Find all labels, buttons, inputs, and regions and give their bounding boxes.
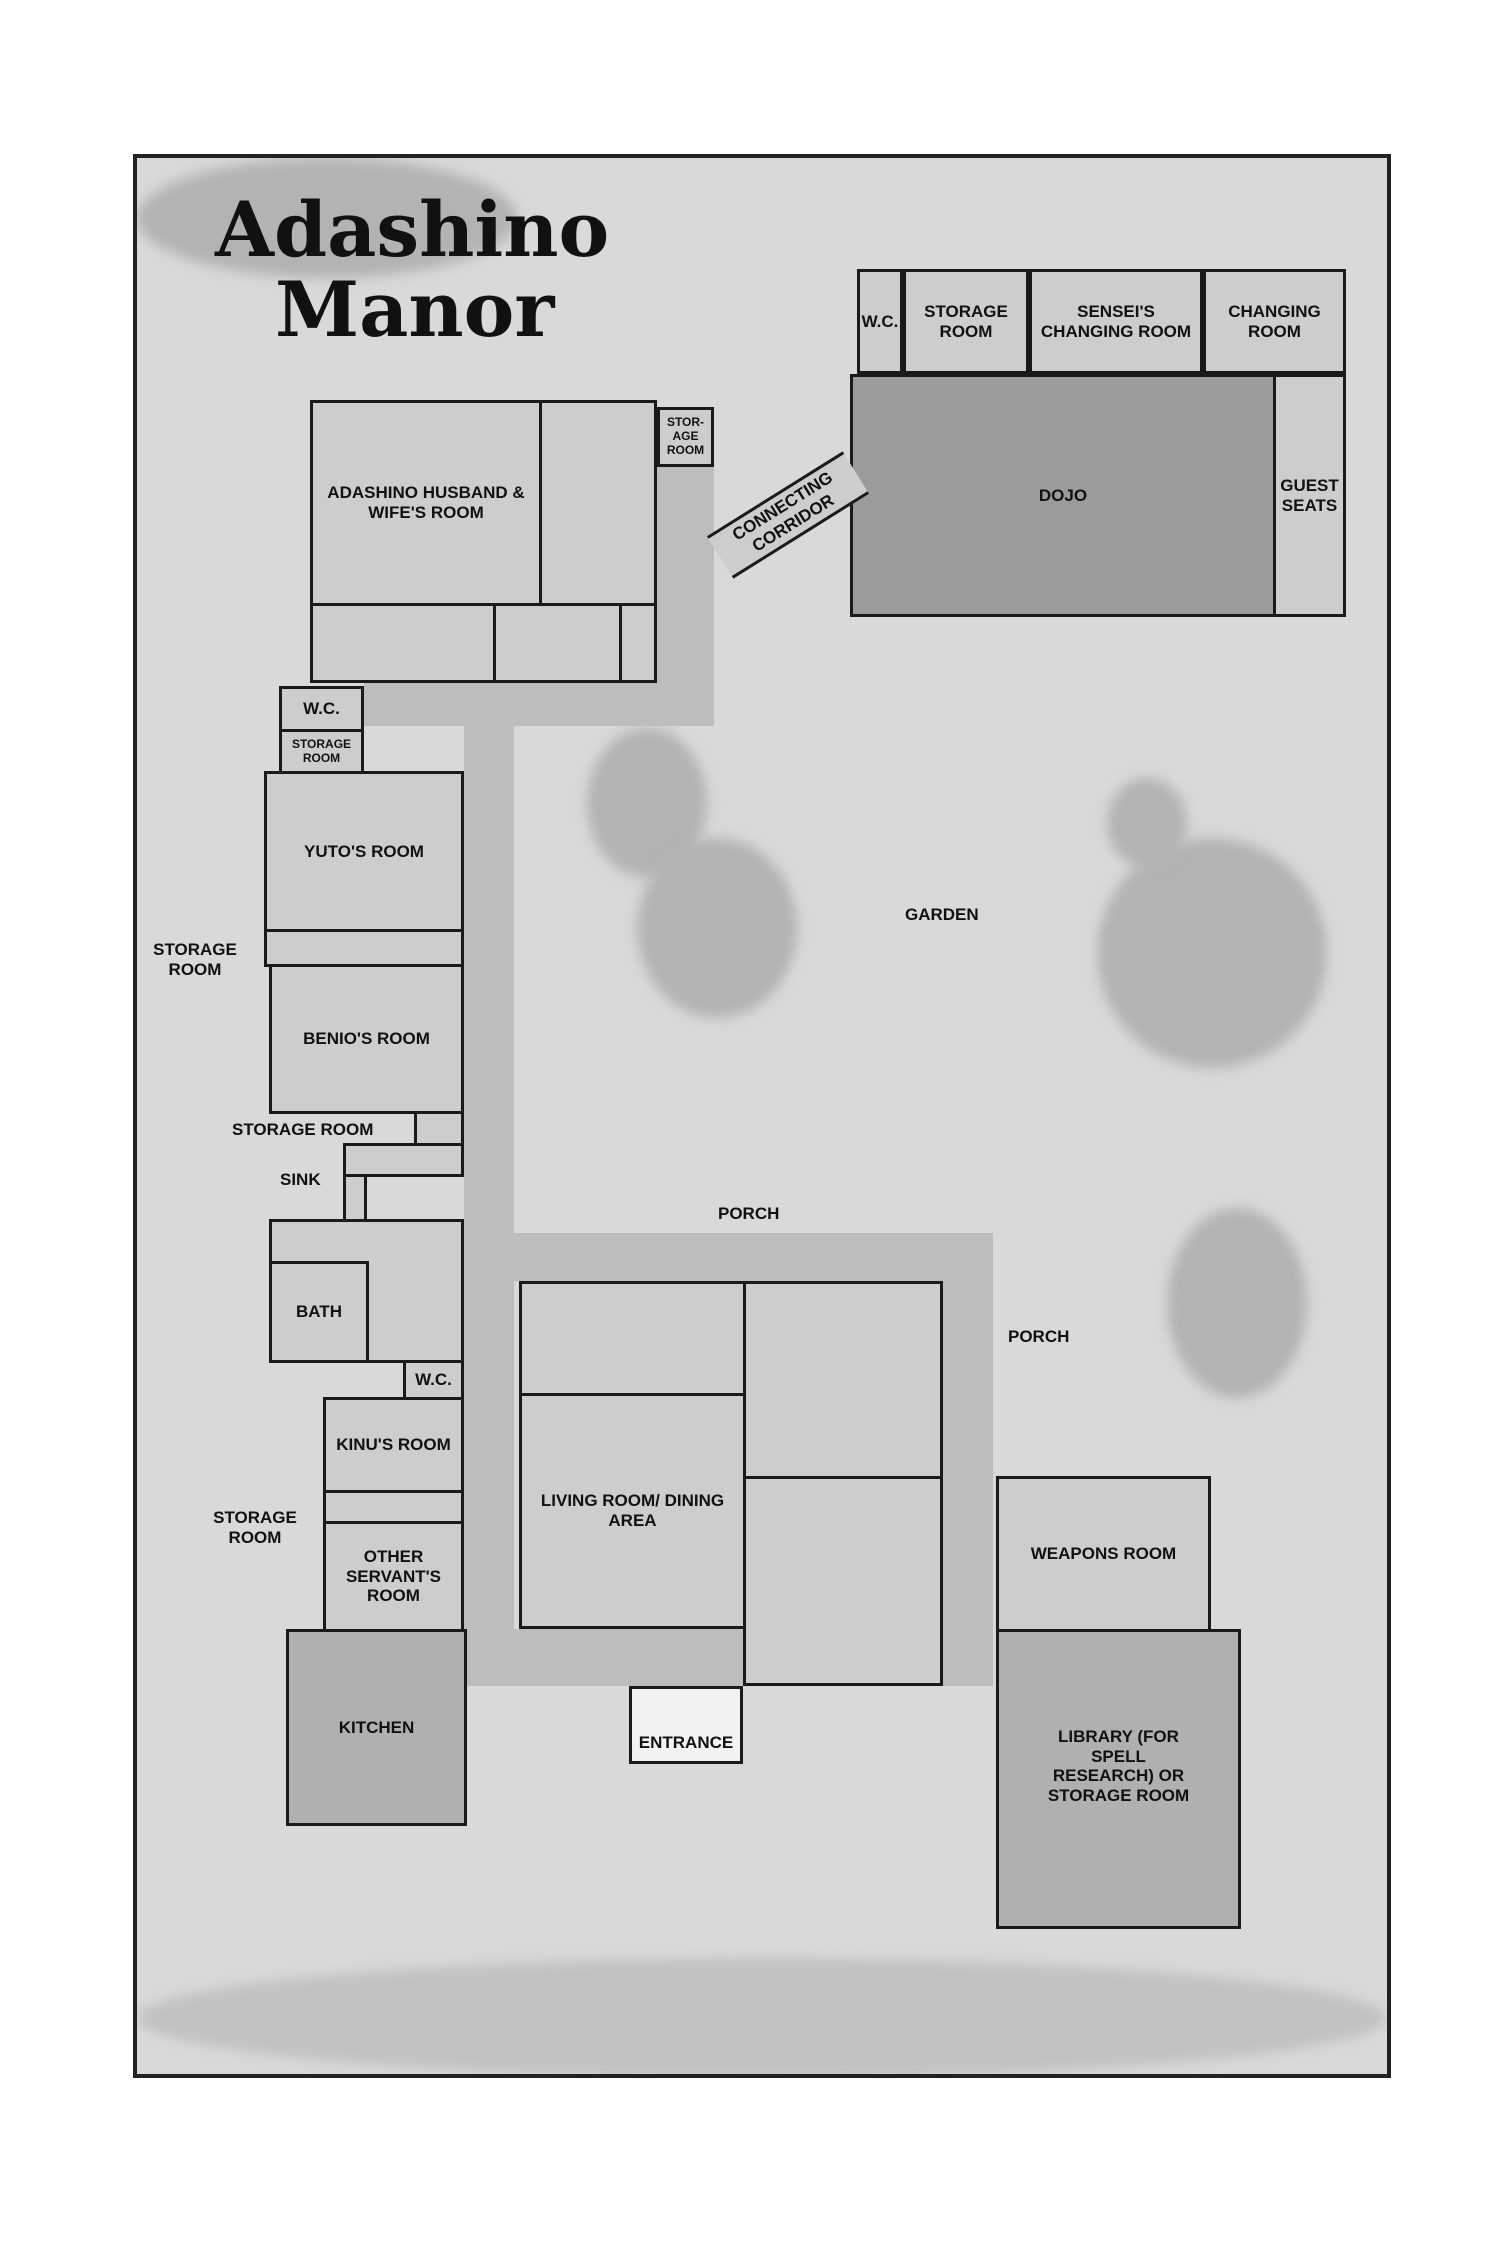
room-label: Stor-age Room — [666, 415, 705, 457]
storage-room-kinu — [323, 1490, 464, 1524]
room-label: Guest Seats — [1280, 475, 1339, 515]
room — [493, 603, 622, 683]
room-label: Other Servant's Room — [345, 1547, 442, 1606]
storage-room-benio — [414, 1111, 464, 1146]
husband-wife-room: Adashino Husband & Wife's Room — [310, 400, 542, 606]
entrance: Entrance — [629, 1686, 743, 1764]
room — [310, 603, 496, 683]
garden-pond — [1107, 778, 1187, 868]
library: Library (For Spell Research) or Storage … — [996, 1629, 1241, 1929]
room — [519, 1281, 746, 1396]
guest-seats: Guest Seats — [1273, 374, 1346, 617]
corridor — [657, 464, 714, 726]
room-label: Entrance — [638, 1733, 734, 1753]
benio-room: Benio's Room — [269, 964, 464, 1114]
yuto-room: Yuto's Room — [264, 771, 464, 932]
changing-room: Changing Room — [1203, 269, 1346, 374]
room — [539, 400, 657, 606]
callout-label: Storage Room — [232, 1120, 374, 1139]
storage-room-small: Stor-age Room — [657, 407, 714, 467]
kinu-room: Kinu's Room — [323, 1397, 464, 1493]
room-label: Dojo — [1038, 485, 1088, 505]
corridor — [464, 726, 514, 1686]
porch-right — [943, 1233, 993, 1686]
storage-room-yuto — [264, 929, 464, 967]
dojo: Dojo — [850, 374, 1276, 617]
room-label: Kinu's Room — [336, 1435, 451, 1455]
cloud-shading — [137, 1958, 1387, 2074]
wc-lower: W.C. — [403, 1360, 464, 1400]
room-label: Library (For Spell Research) or Storage … — [1047, 1727, 1190, 1805]
cloud-shading — [137, 158, 517, 278]
living-dining-area: Living Room/ Dining Area — [519, 1393, 746, 1629]
room — [743, 1476, 943, 1686]
garden-label: Garden — [905, 905, 979, 924]
sink-area — [343, 1174, 367, 1222]
room-label: W.C. — [415, 1370, 452, 1390]
room-label: Bath — [296, 1302, 342, 1322]
room-label: Kitchen — [338, 1717, 415, 1737]
porch-label: Porch — [1008, 1327, 1070, 1346]
room-label: Benio's Room — [303, 1029, 430, 1049]
room-label: Storage Room — [291, 736, 352, 765]
callout-label: Storage Room — [213, 1508, 297, 1547]
room-label: Storage Room — [924, 301, 1008, 341]
sink-area — [343, 1143, 464, 1177]
room-label: Weapons Room — [1030, 1544, 1177, 1564]
garden-pond — [637, 838, 797, 1018]
wc-dojo: W.C. — [857, 269, 903, 374]
wc-upper: W.C. — [279, 686, 364, 732]
callout-label: Storage Room — [153, 940, 237, 979]
porch-top — [514, 1233, 993, 1281]
room — [743, 1281, 943, 1479]
garden-pond — [1167, 1208, 1307, 1398]
weapons-room: Weapons Room — [996, 1476, 1211, 1632]
bath: Bath — [269, 1261, 369, 1363]
storage-room-dojo: Storage Room — [903, 269, 1029, 374]
room-label: W.C. — [861, 311, 899, 331]
title-line-1: Adashino — [215, 185, 610, 274]
room-label: Yuto's Room — [304, 841, 424, 861]
room-label: Sensei's Changing Room — [1040, 301, 1192, 341]
other-servant-room: Other Servant's Room — [323, 1521, 464, 1632]
callout-label: Sink — [280, 1170, 321, 1189]
room-label: Adashino Husband & Wife's Room — [327, 483, 525, 522]
corridor — [364, 683, 714, 726]
room-label: Living Room/ Dining Area — [540, 1491, 725, 1530]
porch-label: Porch — [718, 1204, 780, 1223]
storage-room-upper: Storage Room — [279, 729, 364, 774]
room-label: W.C. — [303, 699, 340, 719]
title-line-2: Manor — [275, 264, 555, 354]
garden-pond — [1097, 838, 1327, 1068]
room — [619, 603, 657, 683]
kitchen: Kitchen — [286, 1629, 467, 1826]
room-label: Changing Room — [1228, 301, 1321, 341]
sensei-changing-room: Sensei's Changing Room — [1029, 269, 1203, 374]
